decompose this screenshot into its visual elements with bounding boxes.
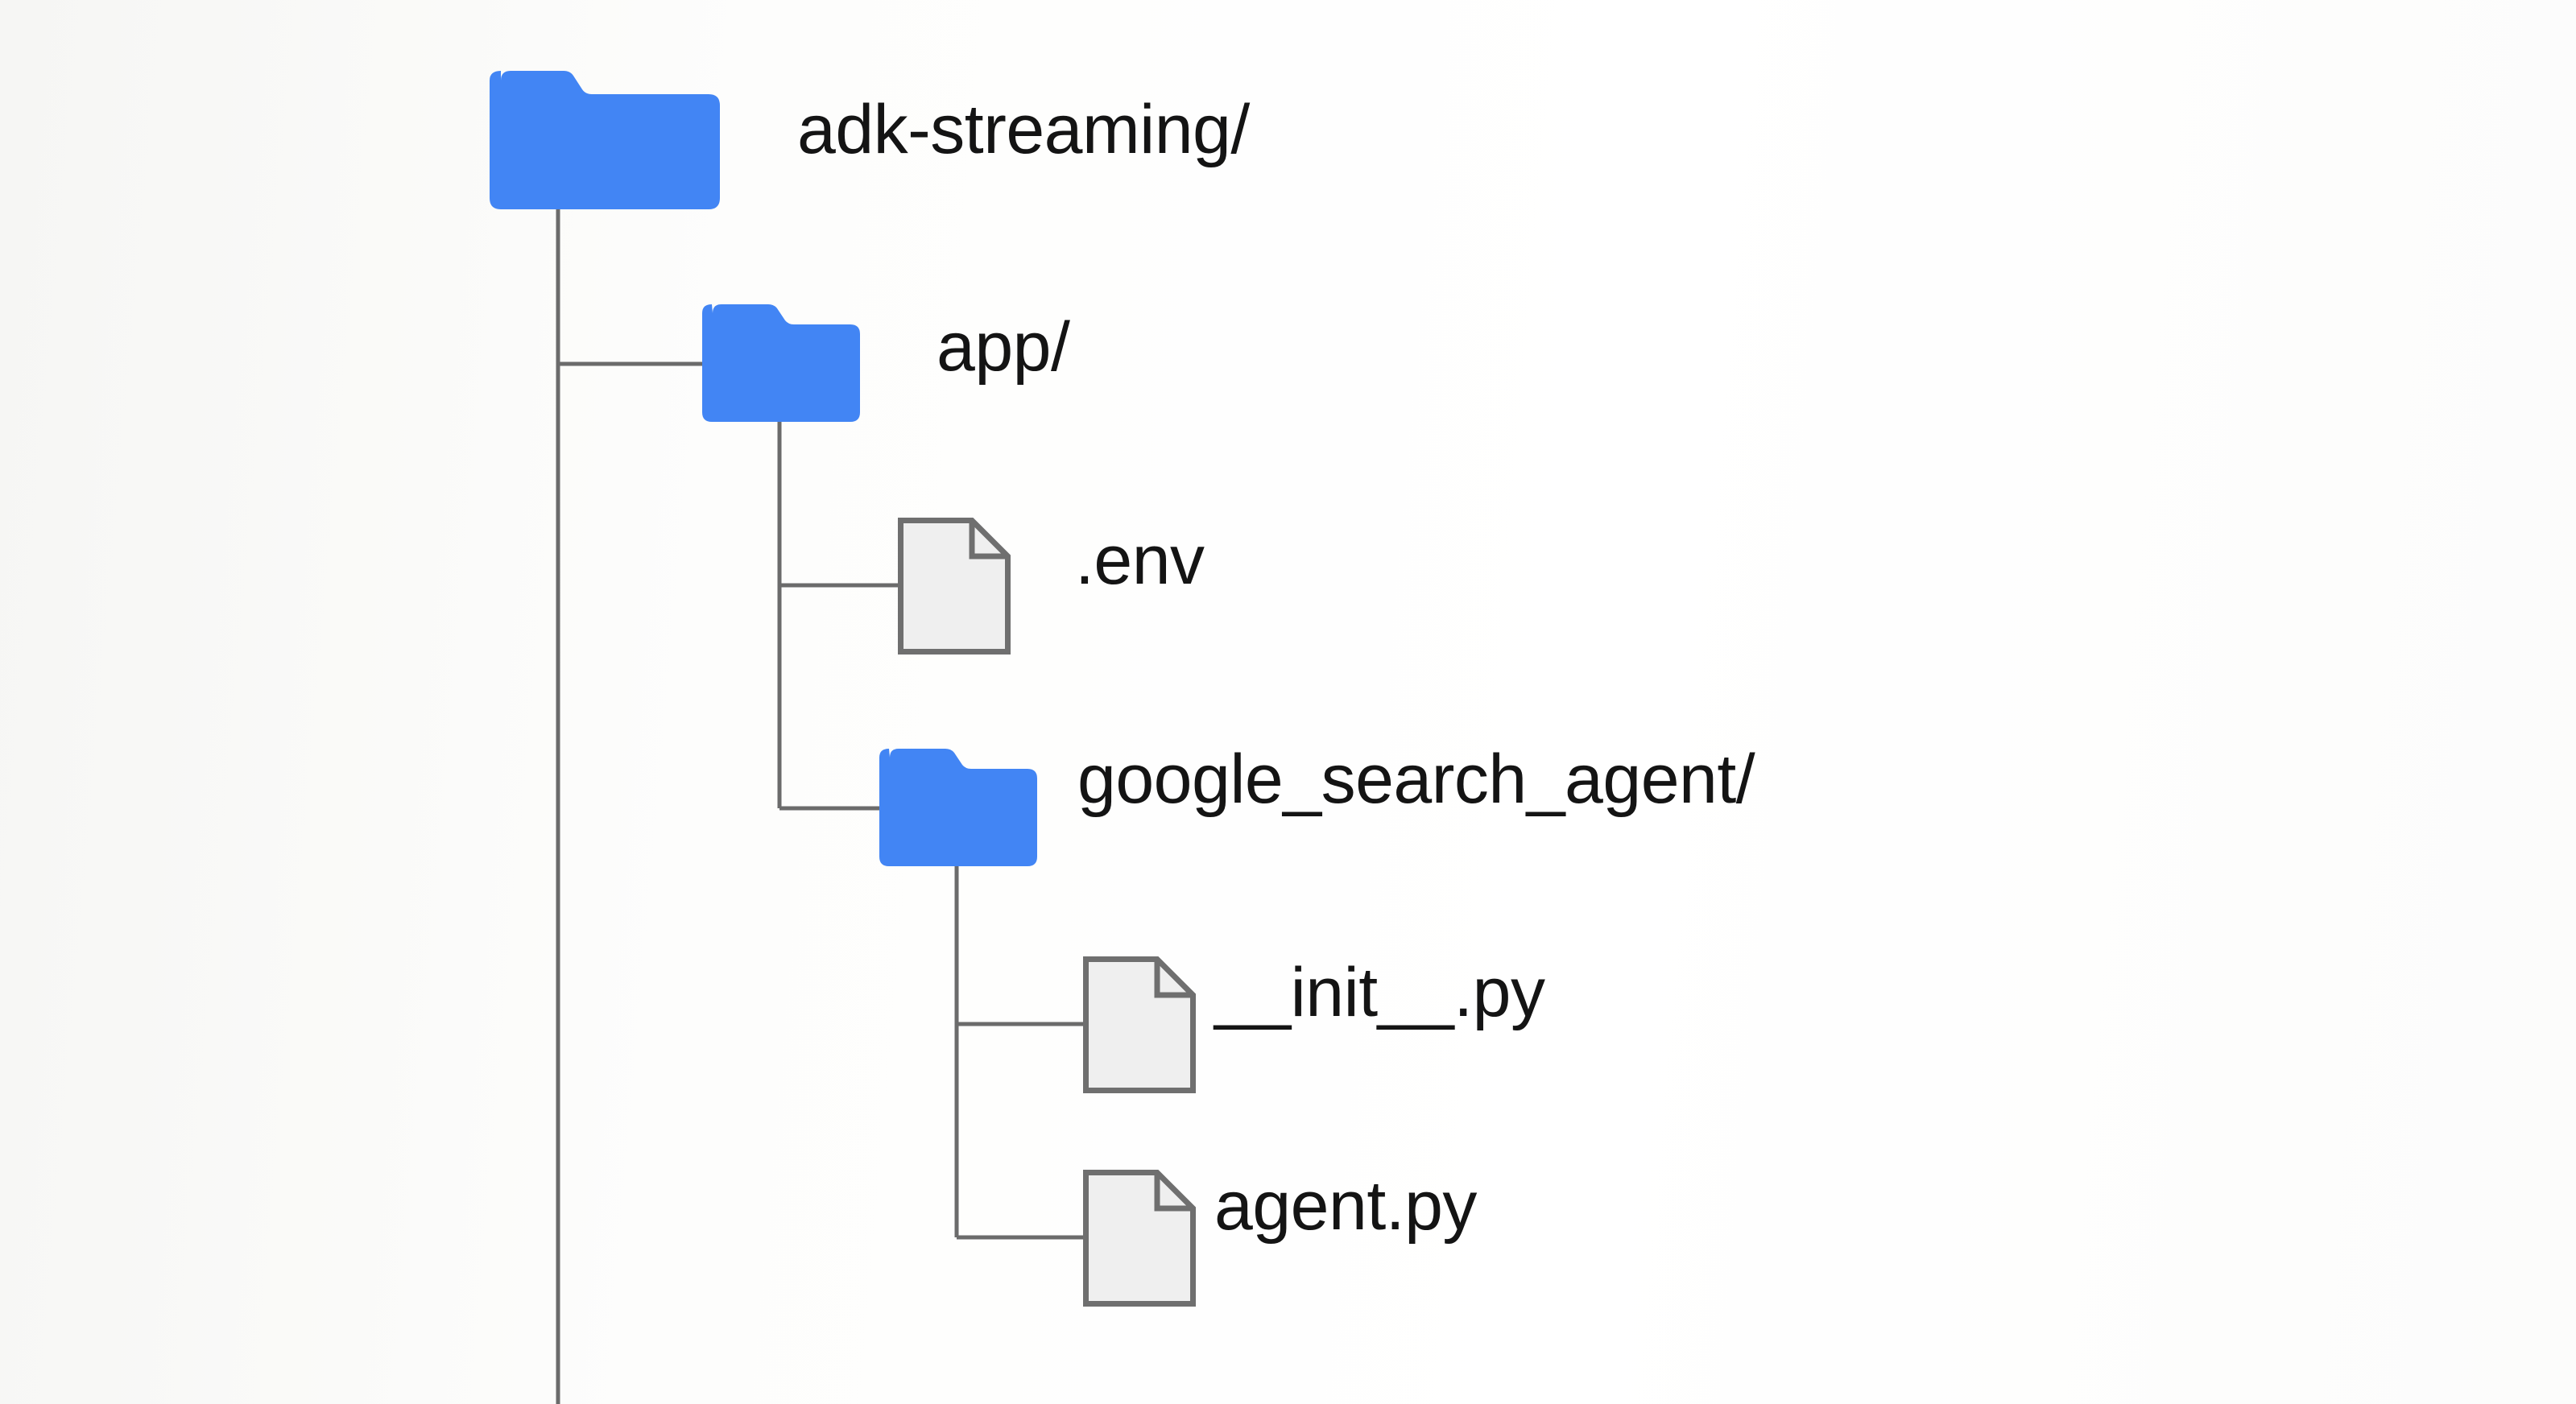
file-icon — [1083, 1170, 1196, 1307]
tree-node-label-init-py: __init__.py — [1214, 954, 1545, 1031]
tree-node-label-google-search-agent: google_search_agent/ — [1077, 741, 1755, 818]
folder-icon — [490, 71, 720, 209]
folder-icon — [702, 304, 860, 422]
file-icon — [1083, 956, 1196, 1093]
file-icon — [898, 518, 1011, 655]
tree-node-label-root: adk-streaming/ — [797, 91, 1250, 168]
tree-node-label-env: .env — [1075, 522, 1205, 599]
tree-node-label-agent-py: agent.py — [1214, 1167, 1477, 1245]
folder-icon — [879, 749, 1037, 866]
tree-node-label-app: app/ — [937, 308, 1070, 386]
